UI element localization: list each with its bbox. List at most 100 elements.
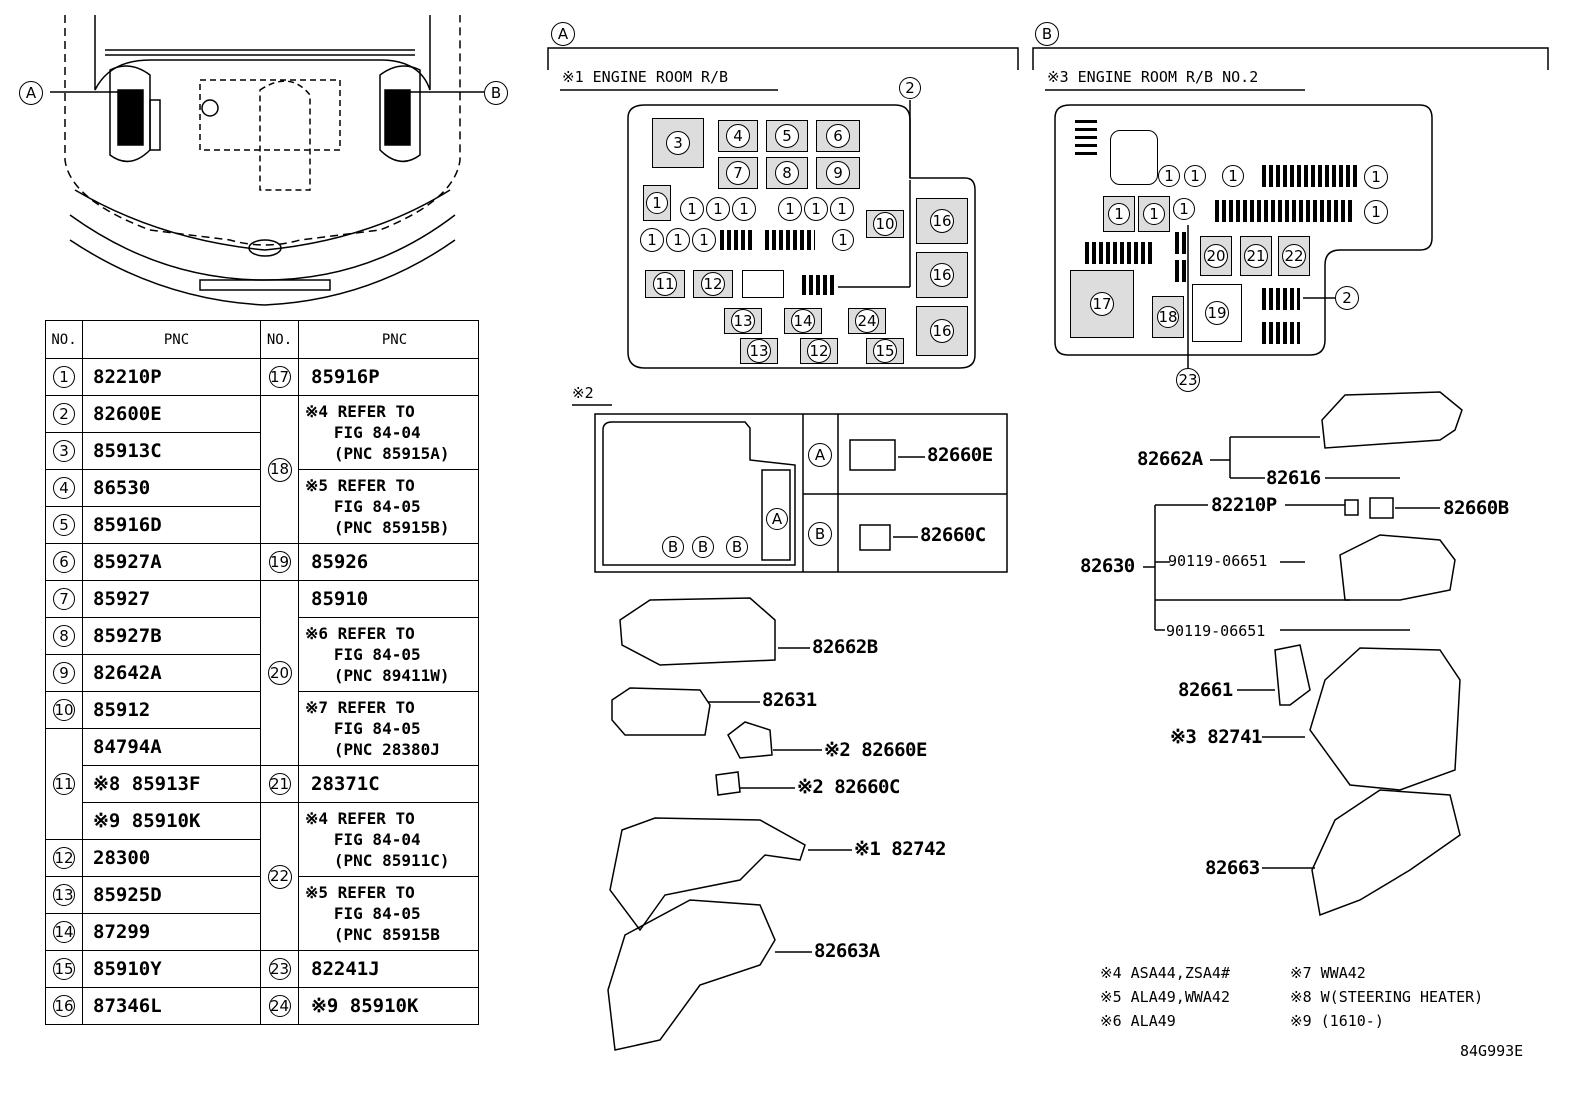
table-row: 85925D xyxy=(82,876,261,914)
header-no: NO. xyxy=(45,320,83,359)
label-82662b: 82662B xyxy=(812,636,878,658)
table-row: 85916D xyxy=(82,506,261,544)
note-5: ※5 ALA49,WWA42 xyxy=(1100,988,1230,1006)
slot-18: 18 xyxy=(1152,296,1184,338)
part-82663-drawing xyxy=(1311,789,1461,917)
callout-b: B xyxy=(484,81,508,105)
part-82661-drawing xyxy=(1274,644,1311,706)
table-row: ※6 REFER TO FIG 84-05 (PNC 89411W) xyxy=(298,617,479,692)
slot-8: 8 xyxy=(766,157,808,189)
slot-19: 19 xyxy=(1192,284,1242,342)
table-row: 86530 xyxy=(82,469,261,507)
part-82742-drawing xyxy=(609,817,806,932)
table-row: 87299 xyxy=(82,913,261,951)
table-row: ※5 REFER TO FIG 84-05 (PNC 85915B xyxy=(298,876,479,951)
table-row: 82241J xyxy=(298,950,479,988)
slot-5: 5 xyxy=(766,120,808,152)
table-row: 85910 xyxy=(298,580,479,618)
label-82630: 82630 xyxy=(1080,555,1135,577)
note-9: ※9 (1610-) xyxy=(1290,1012,1384,1030)
label-90119-b: 90119-06651 xyxy=(1166,622,1266,640)
label-82660e-top: 82660E xyxy=(927,444,993,466)
note-6: ※6 ALA49 xyxy=(1100,1012,1176,1030)
note2-label: ※2 xyxy=(572,384,594,402)
label-82631: 82631 xyxy=(762,689,817,711)
slot-7: 7 xyxy=(718,157,758,189)
part-82662a-drawing xyxy=(1321,391,1463,449)
slot-9: 9 xyxy=(816,157,860,189)
part-82660c-drawing xyxy=(715,771,741,796)
table-row: 85912 xyxy=(82,691,261,729)
slot-13a: 13 xyxy=(724,308,762,334)
engine-room-rb-no2-outline xyxy=(1054,104,1433,356)
callout-23: 23 xyxy=(1176,368,1200,392)
vehicle-engine-bay-drawing xyxy=(50,15,484,306)
section-a-bracket xyxy=(547,47,1019,70)
table-row: 85910Y xyxy=(82,950,261,988)
label-82660c-top: 82660C xyxy=(920,524,986,546)
part-82663a-drawing xyxy=(607,899,776,1051)
label-82661: 82661 xyxy=(1178,679,1233,701)
label-90119-a: 90119-06651 xyxy=(1168,552,1268,570)
table-row: ※9 85910K xyxy=(298,987,479,1025)
section-a-title: ※1 ENGINE ROOM R/B xyxy=(562,68,729,86)
slot-10: 10 xyxy=(866,210,904,238)
section-b-bracket xyxy=(1032,47,1549,70)
slot-6: 6 xyxy=(816,120,860,152)
table-row: ※7 REFER TO FIG 84-05 (PNC 28380J xyxy=(298,691,479,766)
table-row: 82642A xyxy=(82,654,261,692)
callout-2b: 2 xyxy=(1335,286,1359,310)
slot-12b: 12 xyxy=(800,338,838,364)
header-pnc-2: PNC xyxy=(298,320,479,359)
slot-17: 17 xyxy=(1070,270,1134,338)
figure-code: 84G993E xyxy=(1460,1042,1524,1060)
part-82660e-top-drawing xyxy=(849,439,896,471)
table-row: 85927 xyxy=(82,580,261,618)
label-82663: 82663 xyxy=(1205,857,1260,879)
slot-12a: 12 xyxy=(693,270,733,298)
table-row: 28371C xyxy=(298,765,479,803)
part-82630-drawing xyxy=(1339,534,1456,601)
callout-2: 2 xyxy=(899,77,921,99)
slot-14: 14 xyxy=(784,308,822,334)
slot-20: 20 xyxy=(1200,236,1232,276)
label-82662a: 82662A xyxy=(1137,448,1203,470)
table-row: 28300 xyxy=(82,839,261,877)
table-row: ※5 REFER TO FIG 84-05 (PNC 85915B) xyxy=(298,469,479,544)
slot-24: 24 xyxy=(848,308,886,334)
battery-terminal xyxy=(1110,130,1158,185)
table-row: 85926 xyxy=(298,543,479,581)
table-row: ※8 85913F xyxy=(82,765,261,803)
label-82210p: 82210P xyxy=(1211,494,1277,516)
slot-21: 21 xyxy=(1240,236,1272,276)
slot-3: 3 xyxy=(652,118,704,168)
engine-room-rb-outline xyxy=(627,104,976,369)
section-b-title: ※3 ENGINE ROOM R/B NO.2 xyxy=(1047,68,1259,86)
table-row: ※4 REFER TO FIG 84-04 (PNC 85911C) xyxy=(298,802,479,877)
slot-11: 11 xyxy=(645,270,685,298)
slot-13b: 13 xyxy=(740,338,778,364)
header-no-2: NO. xyxy=(260,320,299,359)
label-82660c: ※2 82660C xyxy=(797,776,900,798)
part-82660b-drawing xyxy=(1369,497,1394,519)
note2-callout-b: B xyxy=(808,522,832,546)
part-82210p-drawing xyxy=(1344,499,1359,516)
slot-1a: 1 xyxy=(643,185,671,221)
part-82660c-top-drawing xyxy=(859,524,891,551)
table-row: ※9 85910K xyxy=(82,802,261,840)
table-row: 82600E xyxy=(82,395,261,433)
part-82662b-drawing xyxy=(619,597,776,666)
table-row: 84794A xyxy=(82,728,261,766)
part-82741-drawing xyxy=(1309,647,1461,791)
note-4: ※4 ASA44,ZSA4# xyxy=(1100,964,1230,982)
slot-16c: 16 xyxy=(916,306,968,356)
slot-15: 15 xyxy=(866,338,904,364)
slot-16b: 16 xyxy=(916,252,968,298)
slot-4: 4 xyxy=(718,120,758,152)
part-82660e-drawing xyxy=(727,721,773,759)
note2-box xyxy=(594,413,1008,573)
header-pnc: PNC xyxy=(82,320,261,359)
table-row: 85916P xyxy=(298,358,479,396)
table-row: 82210P xyxy=(82,358,261,396)
